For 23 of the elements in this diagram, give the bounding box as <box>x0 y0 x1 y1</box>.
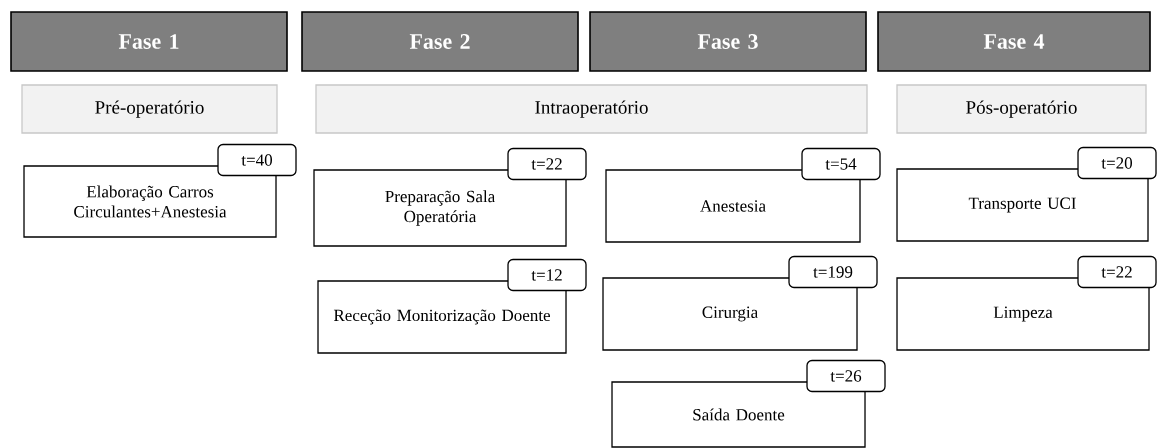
duration-tag: t=20 <box>1077 146 1157 180</box>
duration-tag: t=12 <box>507 258 587 292</box>
period-band: Pré-operatório <box>21 84 278 134</box>
task-box: Cirurgia <box>602 277 858 351</box>
phase-header: Fase 3 <box>589 11 867 72</box>
task-box: Preparação Sala Operatória <box>313 169 567 247</box>
task-box: Saída Doente <box>611 381 866 448</box>
phase-header: Fase 4 <box>877 11 1151 72</box>
duration-tag: t=54 <box>801 147 881 181</box>
duration-tag: t=22 <box>1077 255 1157 289</box>
task-box: Anestesia <box>605 169 861 243</box>
period-band: Intraoperatório <box>315 84 868 134</box>
duration-tag: t=22 <box>507 147 587 181</box>
task-box: Receção Monitorização Doente <box>317 280 567 354</box>
task-box: Elaboração Carros Circulantes+Anestesia <box>23 165 277 238</box>
duration-tag: t=26 <box>806 359 886 393</box>
phase-header: Fase 1 <box>10 11 288 72</box>
duration-tag: t=199 <box>788 255 878 289</box>
period-band: Pós-operatório <box>896 84 1147 134</box>
task-box: Transporte UCI <box>896 168 1149 242</box>
task-box: Limpeza <box>896 277 1150 351</box>
duration-tag: t=40 <box>217 143 297 177</box>
phase-header: Fase 2 <box>301 11 579 72</box>
